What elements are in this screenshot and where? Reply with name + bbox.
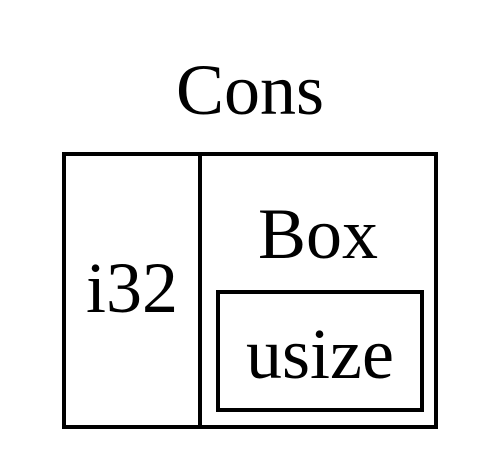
usize-inner-box [216, 290, 424, 412]
box-label: Box [257, 194, 379, 274]
cons-outer-box [62, 152, 438, 429]
cell-divider [198, 152, 202, 429]
cons-title: Cons [175, 50, 325, 130]
usize-label: usize [246, 314, 394, 394]
i32-label: i32 [85, 248, 178, 328]
